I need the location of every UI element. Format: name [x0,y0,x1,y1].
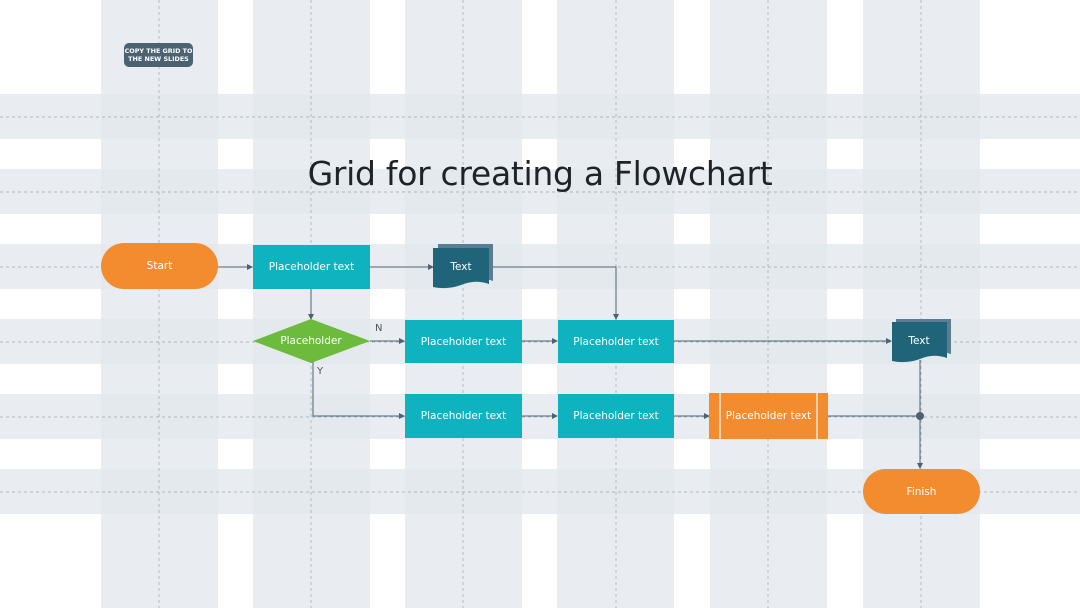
process-label: Placeholder text [268,261,355,273]
document-shape-2[interactable]: Text [891,318,953,366]
process-box-4[interactable]: Placeholder text [405,394,522,438]
start-label: Start [146,260,173,272]
predefined-process-box[interactable]: Placeholder text [709,393,828,439]
badge-line-1: COPY THE GRID TO [124,47,193,55]
grid-row [0,94,1080,139]
process-box-3[interactable]: Placeholder text [558,320,674,363]
process-label: Placeholder text [420,410,507,422]
connectors [218,264,923,469]
process-box-2[interactable]: Placeholder text [405,320,522,363]
edge-label-yes: Y [317,366,324,377]
finish-label: Finish [906,485,937,498]
process-label: Placeholder text [573,410,659,422]
process-label: Placeholder text [573,335,659,348]
page-title: Grid for creating a Flowchart [307,154,773,193]
grid-row [0,169,1080,214]
process-box-5[interactable]: Placeholder text [558,394,674,438]
document-shape-1[interactable]: Text [432,243,496,291]
edge-label-no: N [375,323,383,334]
predefined-label: Placeholder text [726,410,811,422]
finish-terminal[interactable]: Finish [863,469,980,514]
document-label: Text [449,261,471,273]
decision-diamond[interactable]: Placeholder [253,319,371,363]
process-box-1[interactable]: Placeholder text [253,245,370,289]
copy-grid-badge: COPY THE GRID TO THE NEW SLIDES [124,43,193,67]
decision-label: Placeholder [280,335,342,347]
junction-dot [916,412,924,420]
start-terminal[interactable]: Start [101,243,218,289]
badge-line-2: THE NEW SLIDES [128,55,189,63]
document-label: Text [907,335,929,347]
process-label: Placeholder text [420,335,507,348]
